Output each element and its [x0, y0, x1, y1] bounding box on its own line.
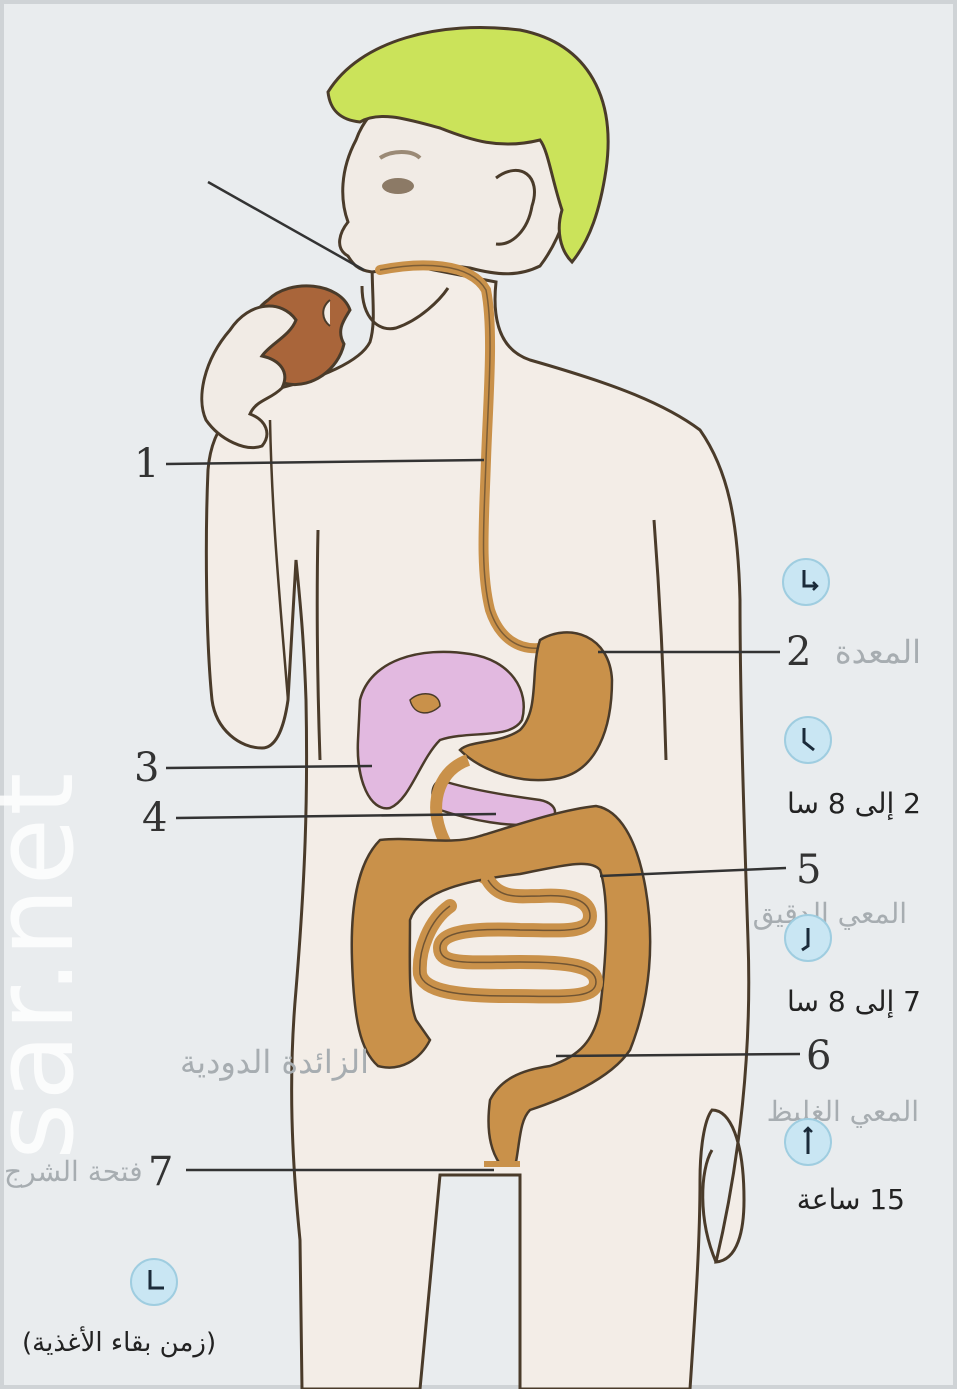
handwritten-appendix: الزائدة الدودية — [180, 1046, 369, 1078]
label-3: 3 — [134, 748, 159, 788]
clock-icon — [784, 914, 832, 962]
duration-stomach: 2 إلى 8 سا — [787, 790, 921, 818]
duration-large-intestine: 15 ساعة — [797, 1186, 905, 1214]
eye — [382, 178, 414, 194]
clock-icon — [782, 558, 830, 606]
clock-icon — [784, 716, 832, 764]
label-2: 2 — [786, 632, 811, 672]
duration-small-intestine: 7 إلى 8 سا — [787, 988, 921, 1016]
label-1: 1 — [134, 444, 159, 484]
clock-icon — [784, 1118, 832, 1166]
legend-text: (زمن بقاء الأغذية) — [22, 1330, 216, 1356]
handwritten-anus: فتحة الشرج — [4, 1158, 143, 1186]
label-7: 7 — [148, 1152, 173, 1192]
label-4: 4 — [142, 798, 167, 838]
handwritten-stomach: المعدة — [835, 636, 921, 668]
label-5: 5 — [796, 850, 821, 890]
clock-icon — [130, 1258, 178, 1306]
watermark: sar.net — [0, 771, 98, 1160]
label-6: 6 — [806, 1036, 831, 1076]
